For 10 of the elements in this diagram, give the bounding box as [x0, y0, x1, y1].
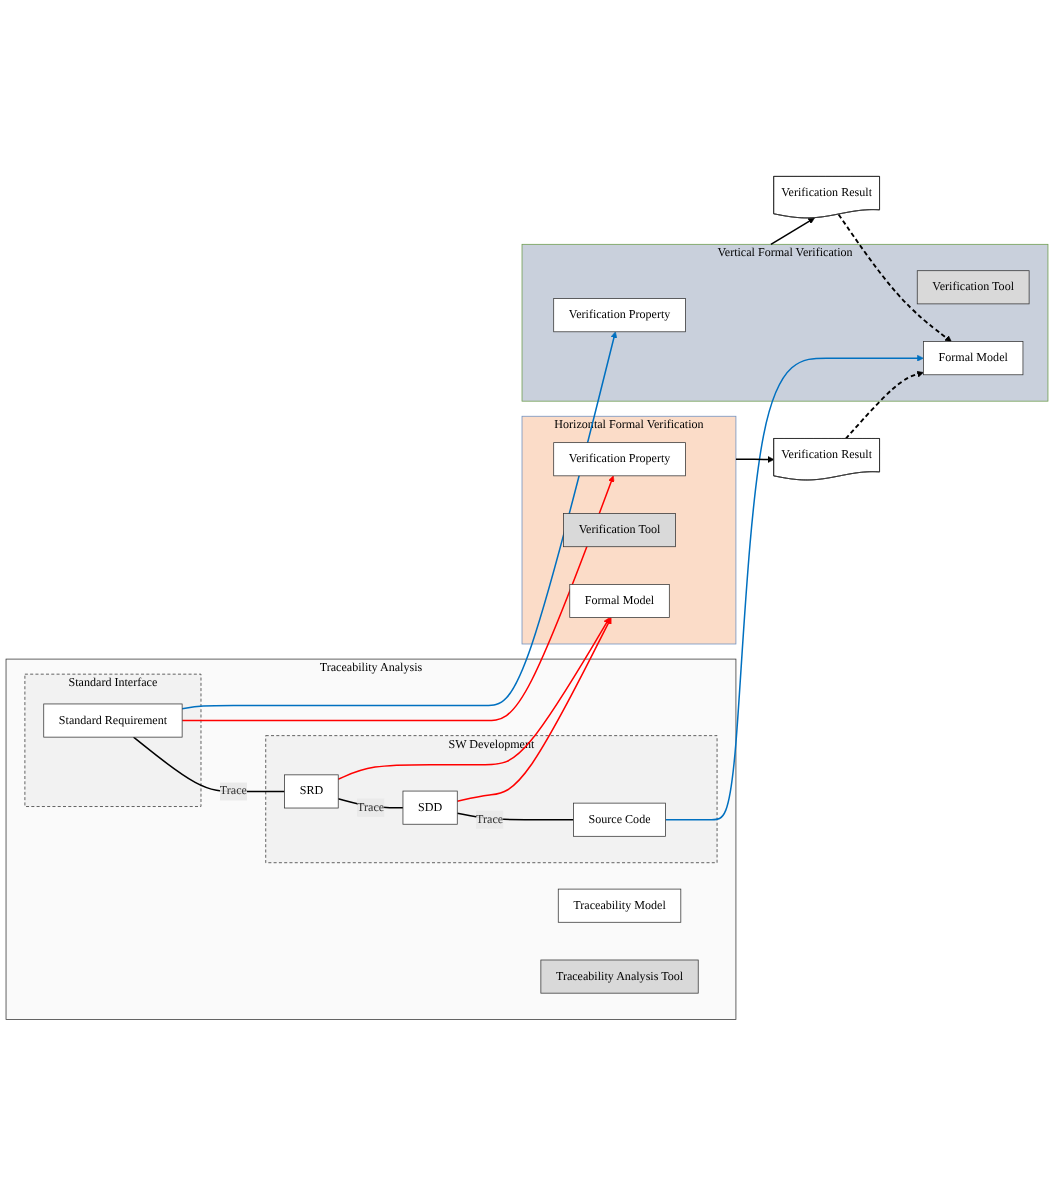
arrow — [181, 331, 618, 710]
arrow — [770, 217, 815, 246]
arrow — [337, 617, 610, 781]
arrow — [844, 370, 924, 440]
arrow — [456, 617, 612, 803]
connector — [132, 736, 286, 793]
arrow — [735, 456, 775, 463]
arrow — [181, 475, 615, 722]
arrow — [664, 354, 924, 821]
arrow — [837, 213, 952, 342]
